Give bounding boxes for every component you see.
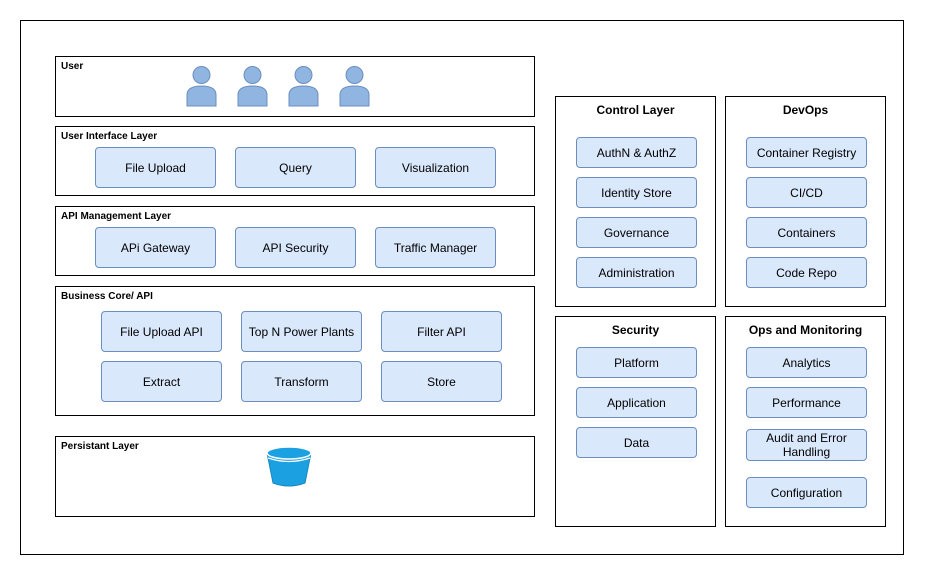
user-interface-layer: User Interface Layer File Upload Query V… bbox=[55, 126, 535, 196]
filter-api-node: Filter API bbox=[381, 311, 502, 352]
user-icon bbox=[186, 66, 217, 107]
containers-node: Containers bbox=[746, 217, 867, 248]
control-layer-panel: Control Layer AuthN & AuthZ Identity Sto… bbox=[555, 96, 716, 307]
business-core-layer: Business Core/ API File Upload API Top N… bbox=[55, 286, 535, 416]
persistent-layer: Persistant Layer bbox=[55, 436, 535, 517]
governance-node: Governance bbox=[576, 217, 697, 248]
file-upload-node: File Upload bbox=[95, 147, 216, 188]
audit-error-handling-node: Audit and Error Handling bbox=[746, 429, 867, 461]
user-icon bbox=[339, 66, 370, 107]
api-security-node: API Security bbox=[235, 227, 356, 268]
user-icon bbox=[237, 66, 268, 107]
devops-panel: DevOps Container Registry CI/CD Containe… bbox=[725, 96, 886, 307]
ops-monitoring-panel: Ops and Monitoring Analytics Performance… bbox=[725, 316, 886, 527]
user-icon bbox=[288, 66, 319, 107]
security-panel: Security Platform Application Data bbox=[555, 316, 716, 527]
platform-node: Platform bbox=[576, 347, 697, 378]
application-node: Application bbox=[576, 387, 697, 418]
container-registry-node: Container Registry bbox=[746, 137, 867, 168]
user-layer-title: User bbox=[61, 61, 84, 72]
ci-cd-node: CI/CD bbox=[746, 177, 867, 208]
user-interface-layer-title: User Interface Layer bbox=[61, 131, 158, 142]
code-repo-node: Code Repo bbox=[746, 257, 867, 288]
extract-node: Extract bbox=[101, 361, 222, 402]
user-icons bbox=[186, 65, 370, 107]
store-node: Store bbox=[381, 361, 502, 402]
traffic-manager-node: Traffic Manager bbox=[375, 227, 496, 268]
api-gateway-node: APi Gateway bbox=[95, 227, 216, 268]
identity-store-node: Identity Store bbox=[576, 177, 697, 208]
user-layer: User bbox=[55, 56, 535, 117]
ops-monitoring-title: Ops and Monitoring bbox=[748, 323, 863, 337]
administration-node: Administration bbox=[576, 257, 697, 288]
api-management-layer-title: API Management Layer bbox=[61, 211, 172, 222]
query-node: Query bbox=[235, 147, 356, 188]
devops-title: DevOps bbox=[782, 103, 829, 117]
analytics-node: Analytics bbox=[746, 347, 867, 378]
top-n-power-plants-node: Top N Power Plants bbox=[241, 311, 362, 352]
configuration-node: Configuration bbox=[746, 477, 867, 508]
file-upload-api-node: File Upload API bbox=[101, 311, 222, 352]
transform-node: Transform bbox=[241, 361, 362, 402]
control-layer-title: Control Layer bbox=[596, 103, 675, 117]
security-title: Security bbox=[611, 323, 660, 337]
visualization-node: Visualization bbox=[375, 147, 496, 188]
business-core-layer-title: Business Core/ API bbox=[61, 291, 153, 302]
api-management-layer: API Management Layer APi Gateway API Sec… bbox=[55, 206, 535, 276]
diagram-frame bbox=[20, 20, 904, 555]
authn-authz-node: AuthN & AuthZ bbox=[576, 137, 697, 168]
persistent-layer-title: Persistant Layer bbox=[61, 441, 139, 452]
storage-bucket-icon bbox=[266, 446, 312, 487]
data-node: Data bbox=[576, 427, 697, 458]
performance-node: Performance bbox=[746, 387, 867, 418]
